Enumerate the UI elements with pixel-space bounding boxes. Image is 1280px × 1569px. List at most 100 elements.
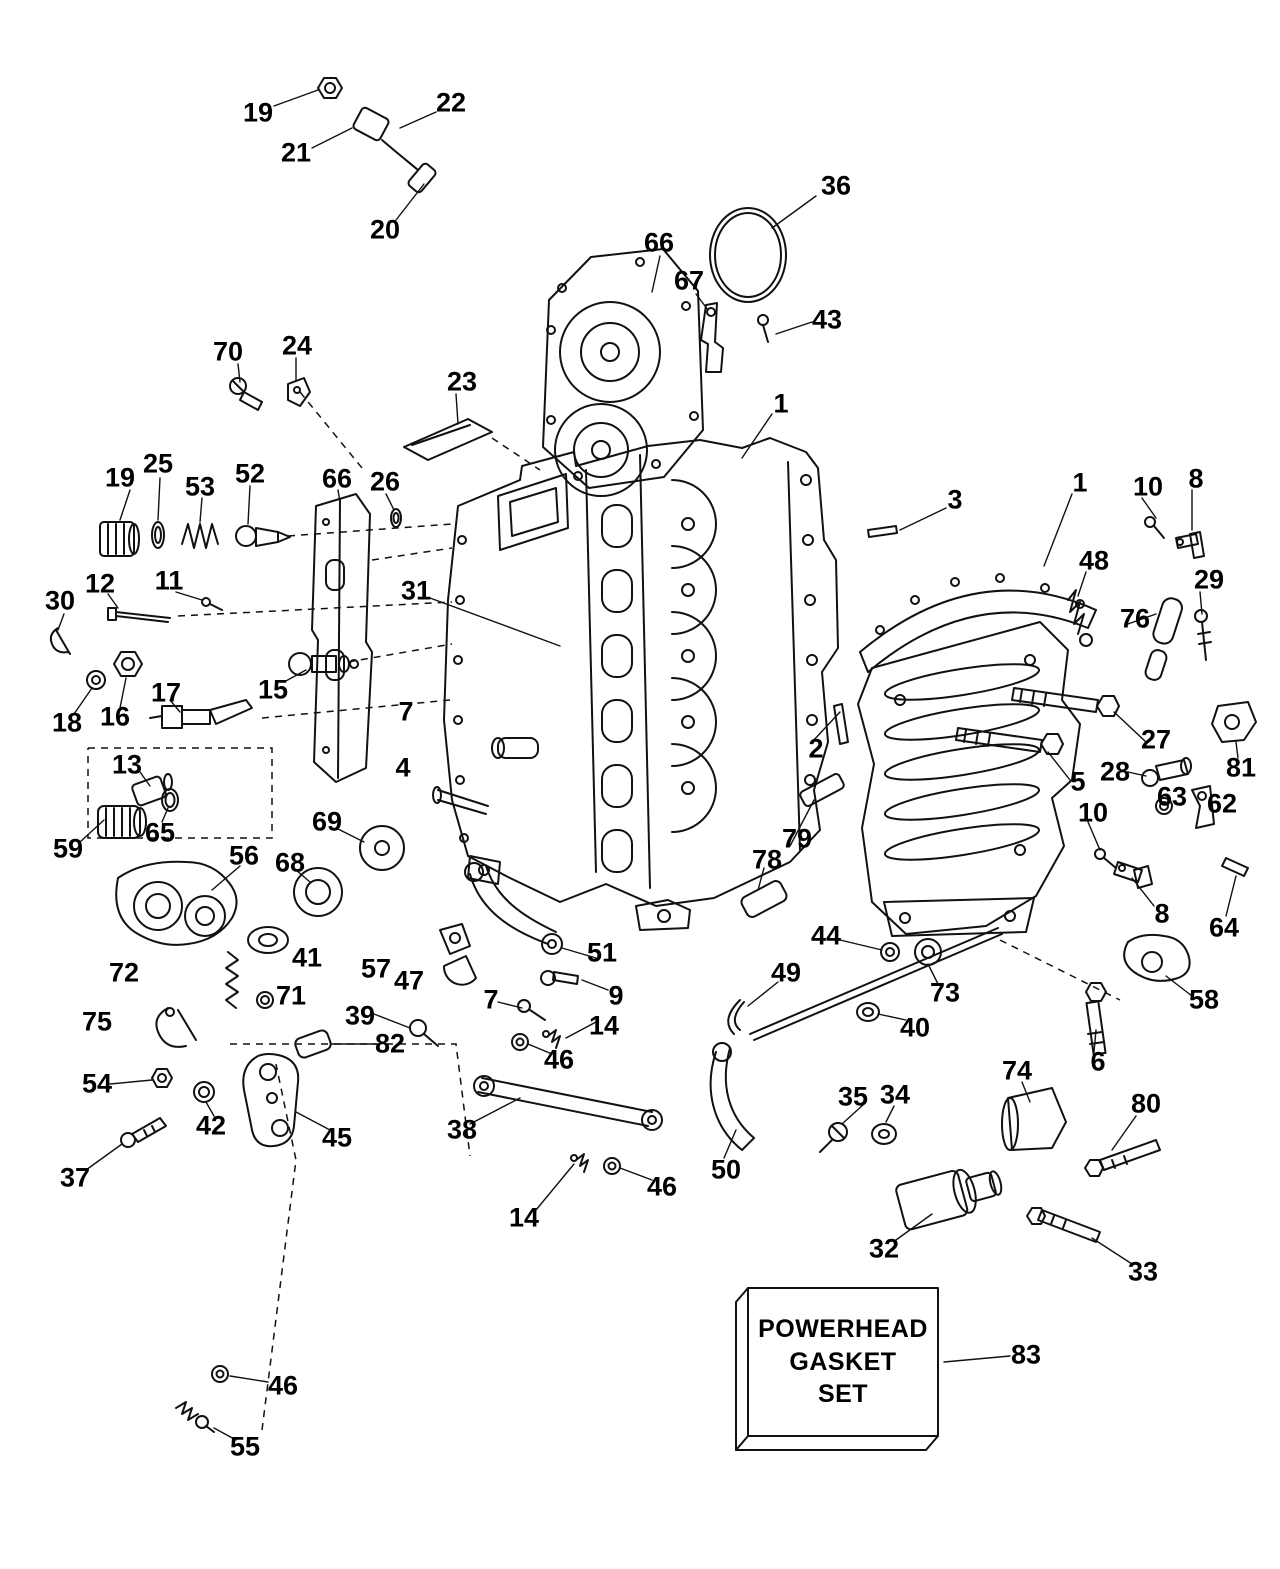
- gasket-line-1: POWERHEAD: [758, 1315, 928, 1344]
- callout-35: 35: [837, 1081, 869, 1112]
- cup-74: [1001, 1087, 1067, 1151]
- callout-46: 46: [543, 1044, 575, 1075]
- callout-16: 16: [99, 701, 131, 732]
- callout-3: 3: [947, 484, 963, 515]
- sensor-21-22: [352, 106, 437, 194]
- crankcase-half: [857, 573, 1097, 937]
- callout-76: 76: [1119, 603, 1151, 634]
- callout-44: 44: [810, 920, 842, 951]
- bracket-81: [1211, 701, 1257, 743]
- callout-36: 36: [820, 170, 852, 201]
- callout-7: 7: [398, 696, 414, 727]
- callout-17: 17: [150, 677, 182, 708]
- gasket-set-box: [735, 1287, 939, 1451]
- callout-80: 80: [1130, 1088, 1162, 1119]
- screw-39: [409, 1019, 439, 1047]
- callout-4: 4: [395, 752, 411, 783]
- callout-31: 31: [400, 575, 432, 606]
- plug-19-left: [99, 521, 140, 557]
- callout-1: 1: [773, 388, 789, 419]
- callout-59: 59: [52, 833, 84, 864]
- callout-70: 70: [212, 336, 244, 367]
- washer-46-upper: [511, 1033, 529, 1051]
- fitting-8-lower: [1113, 861, 1153, 889]
- cup-47: [442, 955, 477, 986]
- washer-25: [151, 521, 165, 549]
- callout-71: 71: [275, 980, 307, 1011]
- washer-46-bottom: [211, 1365, 229, 1383]
- mount-78: [740, 880, 788, 918]
- spring-48: [1067, 589, 1093, 647]
- callout-10: 10: [1077, 797, 1109, 828]
- lever-51: [464, 862, 563, 955]
- bolt-27: [1011, 687, 1120, 717]
- callout-83: 83: [1010, 1339, 1042, 1370]
- clip-62: [1191, 785, 1215, 829]
- callout-45: 45: [321, 1122, 353, 1153]
- washer-69: [359, 825, 405, 871]
- nut-54: [151, 1068, 173, 1088]
- callout-66: 66: [321, 463, 353, 494]
- dowel-pin-2: [833, 703, 849, 745]
- clip-30: [49, 627, 71, 655]
- callout-22: 22: [435, 87, 467, 118]
- spring-53: [181, 523, 219, 549]
- cap-41: [247, 926, 289, 954]
- elbow-28: [1141, 757, 1192, 787]
- callout-38: 38: [446, 1114, 478, 1145]
- bracket-57: [439, 923, 471, 955]
- plug-59: [97, 805, 147, 839]
- callout-24: 24: [281, 330, 313, 361]
- spacer-82: [294, 1029, 332, 1059]
- callout-7: 7: [483, 984, 499, 1015]
- callout-63: 63: [1156, 781, 1188, 812]
- side-cover-66: [311, 493, 373, 783]
- callout-39: 39: [344, 1000, 376, 1031]
- screw-35: [819, 1122, 848, 1153]
- callout-46: 46: [646, 1171, 678, 1202]
- callout-68: 68: [274, 847, 306, 878]
- callout-53: 53: [184, 471, 216, 502]
- lever-50: [709, 1042, 755, 1151]
- bracket-45: [242, 1053, 300, 1148]
- washer-71: [256, 991, 274, 1009]
- washer-46-mid: [603, 1157, 621, 1175]
- screw-11: [201, 597, 223, 611]
- bolt-10-lower: [1094, 848, 1117, 869]
- callout-41: 41: [291, 942, 323, 973]
- callout-72: 72: [108, 957, 140, 988]
- spring-72: [225, 951, 239, 1009]
- callout-52: 52: [234, 458, 266, 489]
- callout-55: 55: [229, 1431, 261, 1462]
- bolt-6: [1085, 982, 1107, 1056]
- callout-42: 42: [195, 1110, 227, 1141]
- callout-8: 8: [1188, 463, 1204, 494]
- sensor-15: [288, 652, 359, 676]
- callout-23: 23: [446, 366, 478, 397]
- callout-2: 2: [808, 733, 824, 764]
- callout-33: 33: [1127, 1256, 1159, 1287]
- thermostat-housing-56: [115, 860, 238, 946]
- callout-46: 46: [267, 1370, 299, 1401]
- fitting-8-upper: [1175, 531, 1205, 559]
- callout-28: 28: [1099, 756, 1131, 787]
- callout-21: 21: [280, 137, 312, 168]
- powerhead-gasket-set-label: POWERHEAD GASKET SET: [748, 1288, 938, 1436]
- callout-64: 64: [1208, 912, 1240, 943]
- hex-nut-19-top: [317, 77, 343, 99]
- o-ring-26: [390, 508, 402, 528]
- callout-11: 11: [154, 565, 184, 596]
- washer-34: [871, 1123, 897, 1145]
- o-ring-63: [1155, 797, 1173, 815]
- callout-43: 43: [811, 304, 843, 335]
- link-bar-38: [473, 1075, 663, 1131]
- callout-75: 75: [81, 1006, 113, 1037]
- callout-34: 34: [879, 1079, 911, 1110]
- callout-5: 5: [1070, 766, 1086, 797]
- callout-73: 73: [929, 977, 961, 1008]
- cotter-pin-49: [727, 999, 745, 1035]
- callout-49: 49: [770, 957, 802, 988]
- o-ring-36: [709, 207, 787, 303]
- grommet-68: [293, 867, 343, 917]
